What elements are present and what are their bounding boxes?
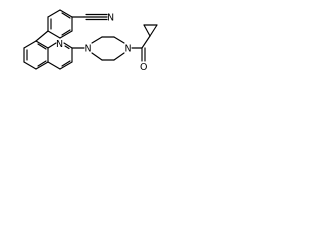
bond: [59, 9, 73, 18]
bond: [141, 35, 151, 49]
bond: [23, 40, 37, 49]
double-bond-inner: [37, 43, 47, 50]
cyclopropanecarbonyl-group: [131, 24, 158, 62]
double-bond-inner: [61, 60, 71, 67]
bond: [59, 30, 73, 39]
nitrile-nitrogen-label: N: [107, 13, 114, 24]
molecule-drawing: N N N N O: [23, 9, 158, 73]
double-bond-inner: [64, 45, 70, 50]
piperazine-n4-label: N: [125, 44, 132, 55]
double-bond-inner: [37, 60, 47, 67]
cyclopropane-bond: [143, 24, 151, 37]
carbonyl-oxygen-label: O: [140, 62, 147, 73]
bond: [91, 36, 103, 44]
double-bond-inner: [61, 12, 71, 19]
bond: [59, 61, 73, 70]
double-bond-inner: [61, 29, 71, 36]
quinoline-pyridine-ring: [47, 42, 73, 70]
bond: [47, 9, 61, 18]
bond: [35, 61, 49, 70]
bond: [47, 61, 61, 70]
quinoline-nitrogen-label: N: [56, 39, 63, 50]
bond: [113, 36, 125, 44]
bond: [91, 52, 103, 61]
piperazine-ring: [91, 36, 125, 61]
nitrile-group: [71, 13, 108, 21]
molecule-structure-diagram: N N N N O: [0, 0, 177, 112]
cyclopropane-bond: [149, 24, 158, 37]
benzonitrile-ring: [47, 9, 73, 39]
piperazine-n1-label: N: [85, 44, 92, 55]
bond: [35, 40, 49, 49]
biaryl-bond: [35, 30, 49, 42]
bond: [47, 30, 61, 39]
bond: [113, 52, 125, 61]
bond: [23, 61, 37, 70]
bond: [47, 42, 57, 49]
quinoline-benzo-ring: [23, 40, 49, 70]
bond: [63, 42, 73, 49]
